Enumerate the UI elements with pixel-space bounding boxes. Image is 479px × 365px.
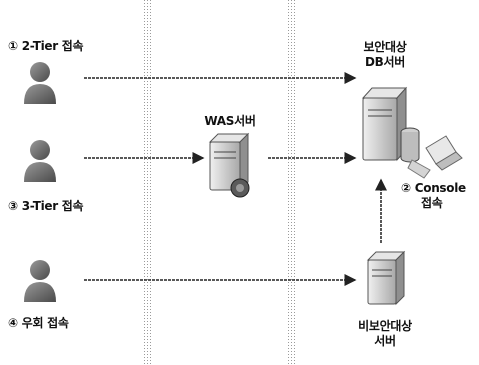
user-icon bbox=[24, 140, 56, 182]
user-icon bbox=[24, 260, 56, 302]
non-secure-server-icon bbox=[366, 250, 406, 306]
was-server-icon bbox=[208, 132, 250, 198]
access-label-bypass: ④ 우회 접속 bbox=[8, 316, 69, 330]
db-server-label-line1: 보안대상 bbox=[363, 40, 407, 54]
console-access-label-line2: 접속 bbox=[421, 196, 443, 210]
access-label-2tier: ① 2-Tier 접속 bbox=[8, 39, 84, 53]
access-label-3tier: ③ 3-Tier 접속 bbox=[8, 199, 84, 213]
user-icon bbox=[24, 62, 56, 104]
non-secure-server-label-line1: 비보안대상 bbox=[358, 319, 412, 333]
console-access-label-line1: ② Console bbox=[401, 181, 466, 195]
zone-divider-1 bbox=[144, 0, 152, 365]
non-secure-server-label-line2: 서버 bbox=[374, 334, 396, 348]
zone-divider-2 bbox=[287, 0, 295, 365]
console-laptop-icon bbox=[407, 135, 463, 179]
db-server-icon bbox=[361, 86, 420, 163]
db-server-label-line2: DB서버 bbox=[365, 55, 405, 69]
was-server-label: WAS서버 bbox=[204, 114, 256, 128]
